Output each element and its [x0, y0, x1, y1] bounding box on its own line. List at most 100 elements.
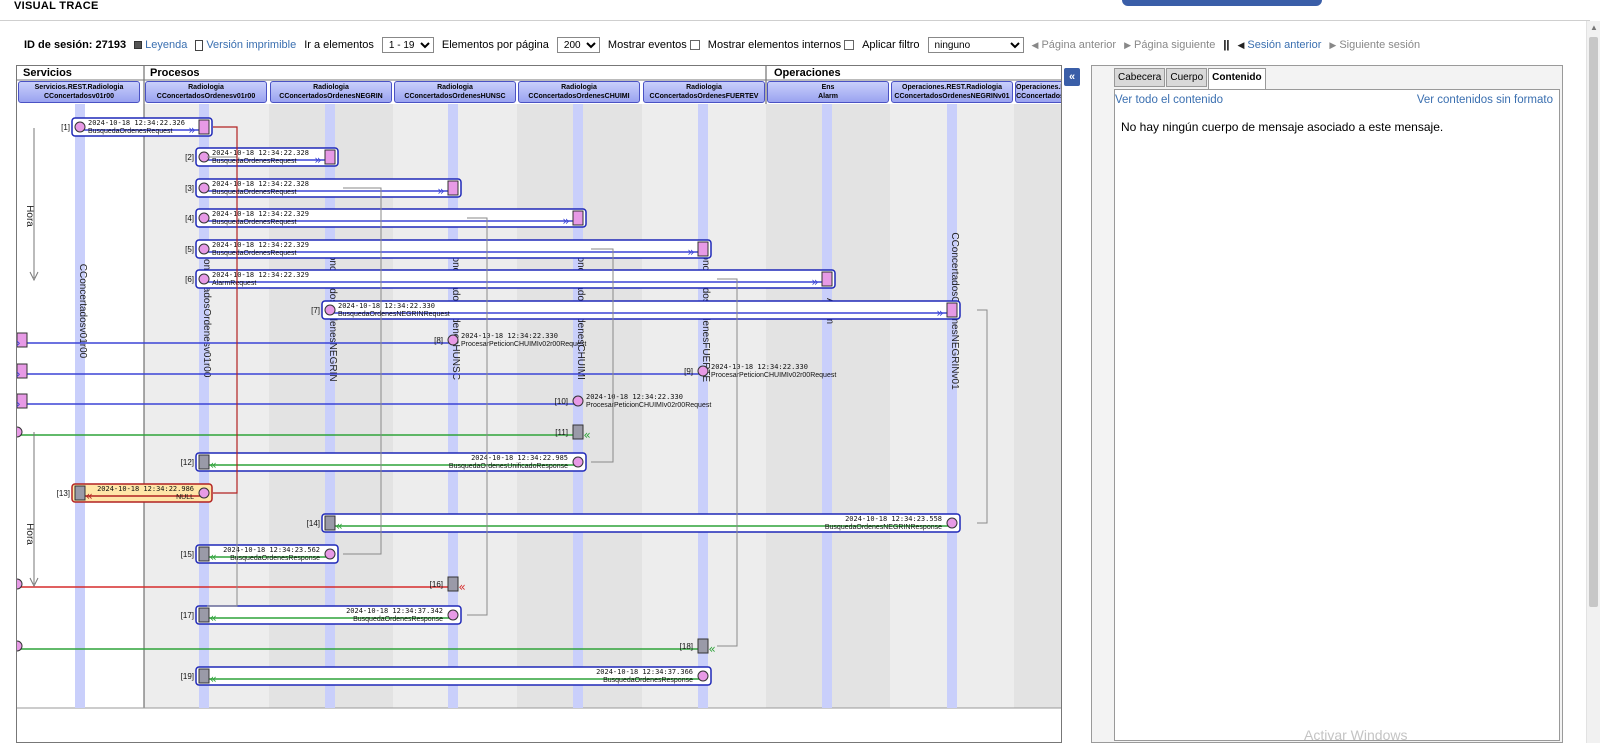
column-header-line2: CConcertadosOrdenesNEGRIN [279, 93, 383, 100]
print-icon [195, 39, 204, 51]
column-header-line2: CConcertadosOrdenesv01r00 [156, 93, 256, 100]
message-box [321, 513, 961, 533]
view-all-content-link[interactable]: Ver todo el contenido [1115, 94, 1224, 106]
column-header-line2: CConcertadosOrdenesFUERTEV [649, 93, 759, 100]
message-name: BusquedaOrdenesResponse [603, 677, 693, 684]
column-header-line1: Operaciones.REST [1016, 84, 1061, 91]
section-label: Procesos [150, 67, 200, 79]
message-row[interactable]: »[5]2024-10-18 12:34:22.329BusquedaOrden… [185, 239, 712, 259]
message-name: BusquedaOrdenesUnificadoResponse [449, 463, 568, 470]
message-box [71, 483, 213, 503]
message-source-node [17, 578, 23, 590]
column-header[interactable]: Operaciones.RESTCConcertados [1015, 81, 1061, 103]
lane-lifeline [325, 104, 335, 708]
message-number: [2] [185, 153, 194, 162]
prev-session-link[interactable]: ◀Sesión anterior [1237, 39, 1322, 51]
arrowhead-icon: » [562, 214, 569, 228]
message-row[interactable]: »[4]2024-10-18 12:34:22.329BusquedaOrden… [185, 208, 587, 228]
column-header-line1: Radiologia [561, 84, 597, 91]
message-row[interactable]: «[12]2024-10-18 12:34:22.985BusquedaOrde… [181, 452, 587, 472]
collapse-left-button[interactable]: « [1064, 68, 1080, 86]
no-body-message: No hay ningún cuerpo de mensaje asociado… [1121, 120, 1444, 134]
legend-link[interactable]: Leyenda [134, 39, 187, 51]
message-row[interactable]: »[3]2024-10-18 12:34:22.328BusquedaOrden… [185, 178, 462, 198]
per-page-select[interactable]: 200 [556, 37, 600, 53]
scroll-up-icon[interactable]: ▲ [1590, 23, 1598, 32]
message-timestamp: 2024-10-18 12:34:22.330 [711, 363, 808, 371]
message-row[interactable]: «[15]2024-10-18 12:34:23.562BusquedaOrde… [181, 544, 339, 564]
message-target-node [17, 332, 28, 348]
show-events-toggle[interactable]: Mostrar eventos [608, 39, 700, 51]
show-internal-checkbox[interactable] [844, 40, 855, 51]
message-box [195, 452, 587, 472]
show-events-checkbox[interactable] [689, 40, 700, 51]
message-name: BusquedaOrdenesResponse [230, 555, 320, 562]
message-row[interactable]: «[18] [17, 638, 716, 656]
message-name: BusquedaOrdenesRequest [212, 219, 297, 226]
message-target-node [572, 210, 584, 226]
message-name: ProcesarPeticionCHUIMIv02r00Request [711, 372, 836, 379]
message-timestamp: 2024-10-18 12:34:22.986 [97, 485, 194, 493]
message-target-node [198, 454, 210, 470]
message-timestamp: 2024-10-18 12:34:22.329 [212, 210, 309, 218]
message-row[interactable]: «[11] [17, 424, 591, 442]
message-target-node [324, 149, 336, 165]
filter-select[interactable]: ninguno [927, 37, 1024, 53]
next-page-link[interactable]: ▶Página siguiente [1124, 39, 1216, 51]
message-timestamp: 2024-10-18 12:34:37.342 [346, 607, 443, 615]
printable-link[interactable]: Versión imprimible [195, 39, 296, 51]
message-target-node [447, 576, 459, 592]
page-scrollbar[interactable]: ▲ [1586, 21, 1600, 743]
message-number: [12] [181, 458, 194, 467]
message-timestamp: 2024-10-18 12:34:22.329 [212, 241, 309, 249]
arrowhead-icon: » [811, 275, 818, 289]
message-timestamp: 2024-10-18 12:34:22.328 [212, 149, 309, 157]
message-source-node [74, 121, 86, 133]
tab-cuerpo[interactable]: Cuerpo [1166, 68, 1208, 87]
tab-contenido[interactable]: Contenido [1208, 68, 1266, 90]
next-session-link[interactable]: ▶Siguiente sesión [1329, 39, 1421, 51]
message-row[interactable]: »[1]2024-10-18 12:34:22.326BusquedaOrden… [61, 117, 213, 137]
message-row[interactable]: «[14]2024-10-18 12:34:23.558BusquedaOrde… [307, 513, 961, 533]
section-label: Operaciones [774, 67, 841, 79]
show-internal-toggle[interactable]: Mostrar elementos internos [708, 39, 855, 51]
message-row[interactable]: »[10]2024-10-18 12:34:22.330ProcesarPeti… [17, 393, 711, 411]
message-name: AlarmRequest [212, 280, 256, 287]
message-name: NULL [176, 494, 194, 501]
goto-select[interactable]: 1 - 19 [381, 37, 434, 53]
message-box [195, 269, 836, 289]
view-raw-content-link[interactable]: Ver contenidos sin formato [1416, 94, 1553, 106]
column-header-line2: CConcertadosOrdenesCHUIMI [528, 93, 630, 100]
column-header-line2: Alarm [818, 93, 838, 100]
message-row[interactable]: «[19]2024-10-18 12:34:37.366BusquedaOrde… [181, 666, 712, 686]
brand-logo [1122, 0, 1322, 6]
message-row[interactable]: »[9]2024-10-18 12:34:22.330ProcesarPetic… [17, 363, 836, 381]
arrowhead-icon: « [458, 580, 465, 594]
message-target-node [17, 393, 28, 409]
message-name: BusquedaOrdenesRequest [212, 158, 297, 165]
message-row[interactable]: »[7]2024-10-18 12:34:22.330BusquedaOrden… [311, 300, 961, 320]
return-connector [591, 248, 614, 463]
message-row[interactable]: «[17]2024-10-18 12:34:37.342BusquedaOrde… [181, 605, 462, 625]
tab-cabecera[interactable]: Cabecera [1114, 68, 1166, 87]
message-target-node [324, 515, 336, 531]
message-number: [9] [684, 367, 693, 376]
toolbar: ID de sesión: 27193 Leyenda Versión impr… [24, 36, 1584, 54]
prev-page-link[interactable]: ◀Página anterior [1031, 39, 1117, 51]
message-source-node [17, 426, 23, 438]
arrowhead-icon: « [209, 611, 216, 625]
column-header-line2: CConcertadosv01r00 [43, 93, 115, 100]
message-box [321, 300, 961, 320]
scrollbar-thumb[interactable] [1589, 37, 1598, 607]
message-timestamp: 2024-10-18 12:34:22.330 [461, 332, 558, 340]
